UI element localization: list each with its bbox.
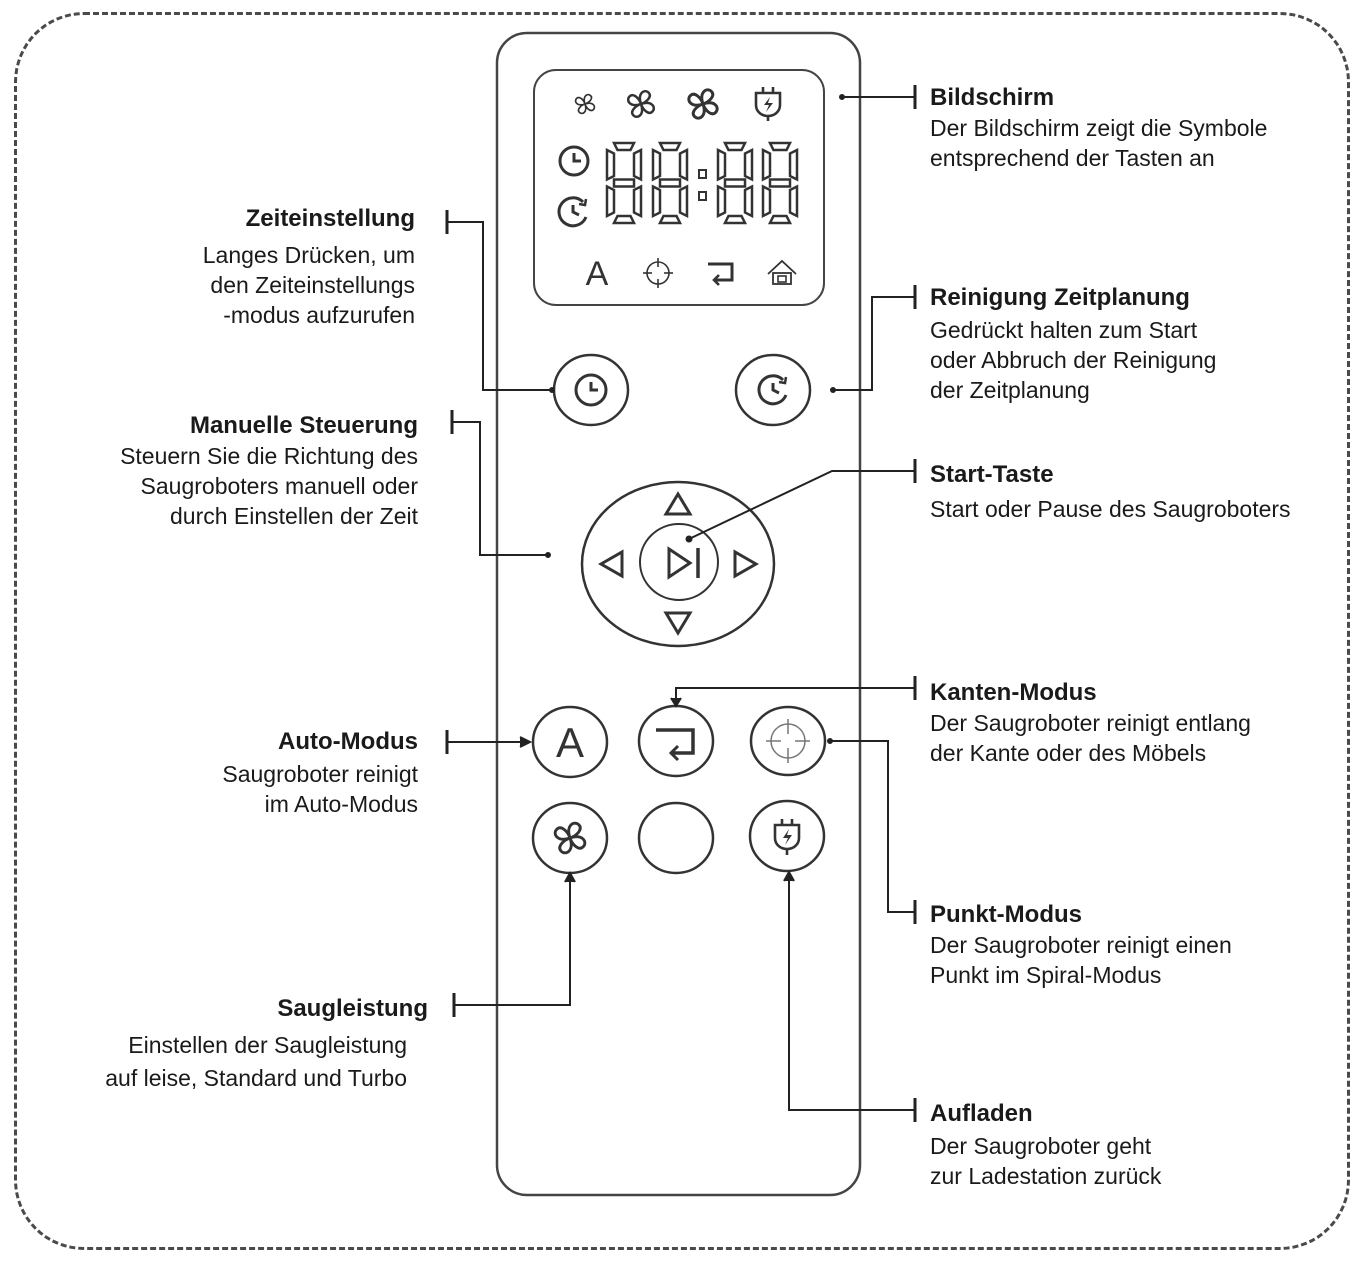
charge-button-icon [773,819,801,855]
play-icon [667,546,693,580]
fan-turbo-icon [687,88,719,120]
arrow-down-button[interactable] [663,611,693,636]
suction-power-button[interactable] [531,801,609,875]
fan-low-icon [574,93,596,115]
edge-mode-icon [708,262,734,286]
auto-mode-letter: A [586,255,609,293]
label-bildschirm: Bildschirm Der Bildschirm zeigt die Symb… [930,83,1267,173]
display-screen: A [533,69,825,306]
label-zeit-title: Zeiteinstellung [245,205,415,232]
label-punkt-title: Punkt-Modus [930,901,1082,928]
label-punkt-line: Der Saugroboter reinigt einen [930,932,1232,958]
callout-manuell [452,421,548,556]
schedule-button-icon [757,374,788,406]
label-manuell-title: Manuelle Steuerung [189,412,418,439]
schedule-clock-icon [557,196,588,228]
digit-2 [716,141,754,225]
label-zeit-line: den Zeiteinstellungs [210,272,415,298]
charge-button[interactable] [748,799,826,873]
label-kanten-title: Kanten-Modus [930,679,1097,706]
digit-0 [605,141,643,225]
label-reinigung-line: oder Abbruch der Reinigung [930,347,1217,373]
label-auto-line: im Auto-Modus [264,791,418,817]
label-manuell-line: Steuern Sie die Richtung des [120,443,418,469]
label-auto: Auto-Modus Saugroboter reinigt im Auto-M… [222,727,418,819]
label-kanten-line: Der Saugroboter reinigt entlang [930,710,1251,736]
label-bildschirm-title: Bildschirm [930,84,1055,111]
start-pause-button[interactable] [639,523,719,601]
label-saug-line: auf leise, Standard und Turbo [105,1065,407,1091]
label-zeit-line: Langes Drücken, um [202,242,415,268]
callout-aufladen [788,876,915,1111]
label-aufladen-line: Der Saugroboter geht [930,1133,1152,1159]
label-saug: Saugleistung [277,994,428,1024]
fan-medium-icon [626,89,656,119]
schedule-button[interactable] [734,353,812,427]
spot-button-icon [766,719,810,763]
label-manuell-line: durch Einstellen der Zeit [169,503,418,529]
label-start-title: Start-Taste [930,461,1054,488]
arrow-right-button[interactable] [733,549,760,579]
label-zeit: Zeiteinstellung Langes Drücken, um den Z… [203,204,415,330]
arrow-left-button[interactable] [597,549,624,579]
dashed-frame [14,12,1350,1250]
label-manuell: Manuelle Steuerung Steuern Sie die Richt… [120,411,418,531]
label-bildschirm-line: entsprechend der Tasten an [930,145,1215,171]
digit-1 [651,141,689,225]
time-setting-button[interactable] [552,353,630,427]
label-punkt: Punkt-Modus Der Saugroboter reinigt eine… [930,900,1232,990]
callout-saug [454,877,571,1006]
callout-punkt [830,740,915,913]
label-reinigung: Reinigung Zeitplanung Gedrückt halten zu… [930,283,1216,405]
label-saug-text: Einstellen der Saugleistung auf leise, S… [105,1030,407,1093]
callout-lines [445,85,917,1122]
callout-kanten [675,687,915,703]
label-manuell-line: Saugroboters manuell oder [140,473,418,499]
digit-3 [761,141,799,225]
label-start-line: Start oder Pause des Saugroboters [930,496,1291,522]
time-digits [605,141,799,225]
label-aufladen-title: Aufladen [930,1100,1033,1127]
home-dock-icon [767,259,797,285]
clock-button-icon [574,373,608,407]
callout-start [688,470,915,540]
edge-mode-button[interactable] [637,704,715,778]
spot-target-icon [643,258,673,288]
label-aufladen-line: zur Ladestation zurück [930,1163,1162,1189]
callout-reinigung [833,296,915,391]
callout-zeit [447,221,552,391]
label-reinigung-title: Reinigung Zeitplanung [930,284,1190,311]
colon-bottom [698,191,707,201]
arrow-up-button[interactable] [663,491,693,516]
edge-button-icon [656,728,695,762]
clock-icon [558,145,590,177]
label-aufladen: Aufladen Der Saugroboter geht zur Ladest… [930,1099,1161,1191]
label-punkt-line: Punkt im Spiral-Modus [930,962,1162,988]
remote-body [495,31,862,1197]
label-saug-title: Saugleistung [277,995,428,1022]
label-reinigung-line: der Zeitplanung [930,377,1090,403]
charge-plug-icon [754,87,782,121]
label-zeit-line: -modus aufzurufen [223,302,415,328]
blank-button[interactable] [637,801,715,875]
direction-pad [580,480,776,648]
label-auto-title: Auto-Modus [278,728,418,755]
colon-top [698,169,707,179]
auto-button-letter: A [556,719,584,766]
label-auto-line: Saugroboter reinigt [222,761,418,787]
label-saug-line: Einstellen der Saugleistung [128,1032,407,1058]
label-kanten-line: der Kante oder des Möbels [930,740,1207,766]
label-start: Start-Taste Start oder Pause des Saugrob… [930,460,1291,524]
fan-button-icon [553,821,587,855]
spot-mode-button[interactable] [749,705,827,777]
label-kanten: Kanten-Modus Der Saugroboter reinigt ent… [930,678,1251,768]
auto-mode-button[interactable]: A [531,705,609,779]
label-reinigung-line: Gedrückt halten zum Start [930,317,1198,343]
label-bildschirm-line: Der Bildschirm zeigt die Symbole [930,115,1268,141]
